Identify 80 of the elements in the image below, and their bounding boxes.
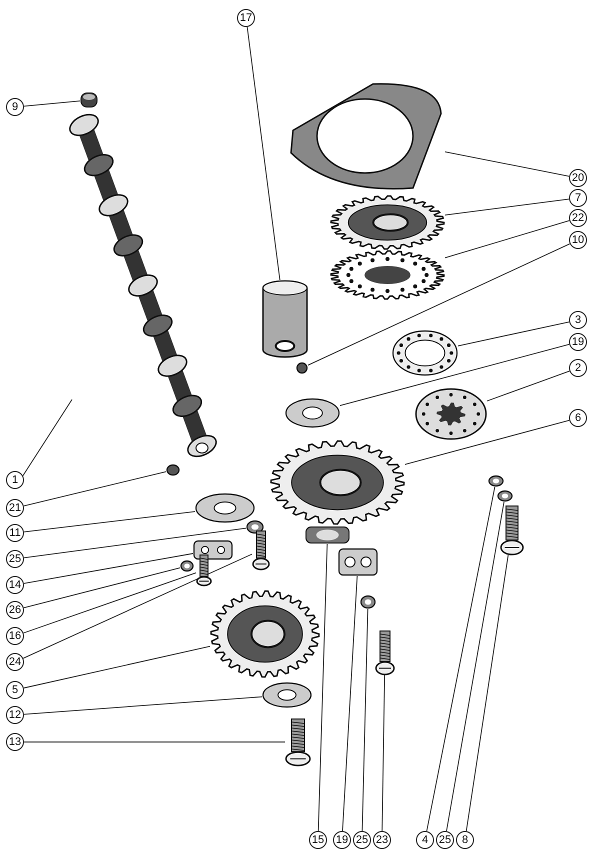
leader-line <box>318 544 328 832</box>
callout-number: 2 <box>569 359 587 377</box>
sprocket-drawing <box>330 250 445 300</box>
nut-drawing <box>497 490 513 502</box>
callout-number: 25 <box>436 831 454 849</box>
gear-drawing <box>210 590 320 678</box>
leader-line <box>382 674 386 832</box>
washer-drawing <box>285 398 340 428</box>
leader-line <box>342 576 358 832</box>
leader-line <box>486 370 570 402</box>
bolt-drawing <box>500 505 524 555</box>
callout-number: 21 <box>6 499 24 517</box>
gear-drawing <box>270 440 405 525</box>
bushing-drawing <box>262 280 308 358</box>
leader-line <box>24 100 80 107</box>
callout-number: 12 <box>6 706 24 724</box>
key-drawing <box>166 464 180 476</box>
callout-number: 15 <box>309 831 327 849</box>
leader-line <box>24 696 262 715</box>
callout-number: 11 <box>6 524 24 542</box>
leader-line <box>23 567 180 608</box>
callout-number: 6 <box>569 409 587 427</box>
leader-line <box>340 344 570 406</box>
washer-drawing <box>195 493 255 523</box>
leader-line <box>23 528 246 558</box>
leader-line <box>444 151 570 177</box>
callout-number: 3 <box>569 311 587 329</box>
callout-number: 10 <box>569 231 587 249</box>
leader-line <box>23 646 210 688</box>
callout-number: 24 <box>6 653 24 671</box>
plate-drawing <box>193 540 233 560</box>
leader-line <box>246 26 280 280</box>
callout-number: 8 <box>456 831 474 849</box>
ring-drawing <box>392 330 458 376</box>
leader-line <box>362 608 368 832</box>
callout-number: 13 <box>6 733 24 751</box>
leader-line <box>23 572 196 634</box>
callout-number: 9 <box>6 98 24 116</box>
leader-line <box>466 554 509 832</box>
callout-number: 23 <box>373 831 391 849</box>
leader-line <box>23 511 196 532</box>
callout-number: 25 <box>353 831 371 849</box>
leader-line <box>22 554 252 659</box>
plate-drawing <box>338 548 378 576</box>
leader-line <box>22 399 72 476</box>
leader-line <box>458 321 570 346</box>
leader-line <box>446 502 504 832</box>
leader-line <box>23 471 166 506</box>
flange-drawing <box>415 388 487 440</box>
leader-line <box>404 420 570 465</box>
callout-number: 20 <box>569 169 587 187</box>
callout-number: 22 <box>569 209 587 227</box>
callout-number: 5 <box>6 681 24 699</box>
callout-number: 7 <box>569 189 587 207</box>
bolt-drawing <box>252 530 270 570</box>
callout-number: 1 <box>6 471 24 489</box>
leader-line <box>308 243 570 366</box>
callout-number: 19 <box>569 333 587 351</box>
callout-number: 19 <box>333 831 351 849</box>
callout-number: 25 <box>6 550 24 568</box>
callout-number: 4 <box>416 831 434 849</box>
callout-number: 16 <box>6 627 24 645</box>
bolt-drawing <box>285 718 311 766</box>
bolt-drawing <box>375 630 395 675</box>
callout-number: 14 <box>6 576 24 594</box>
nut-drawing <box>360 595 376 609</box>
nut-drawing <box>488 475 504 487</box>
callout-number: 26 <box>6 601 24 619</box>
hub-drawing <box>305 526 350 544</box>
leader-line <box>23 553 194 584</box>
leader-line <box>444 198 570 216</box>
gear-drawing <box>330 195 445 250</box>
nut-drawing <box>180 560 194 572</box>
bolt-drawing <box>196 554 212 586</box>
callout-number: 17 <box>237 9 255 27</box>
plug-drawing <box>80 92 98 108</box>
ball-drawing <box>296 362 308 374</box>
leader-line <box>444 220 570 258</box>
leader-line <box>426 486 496 832</box>
washer-drawing <box>262 682 312 708</box>
